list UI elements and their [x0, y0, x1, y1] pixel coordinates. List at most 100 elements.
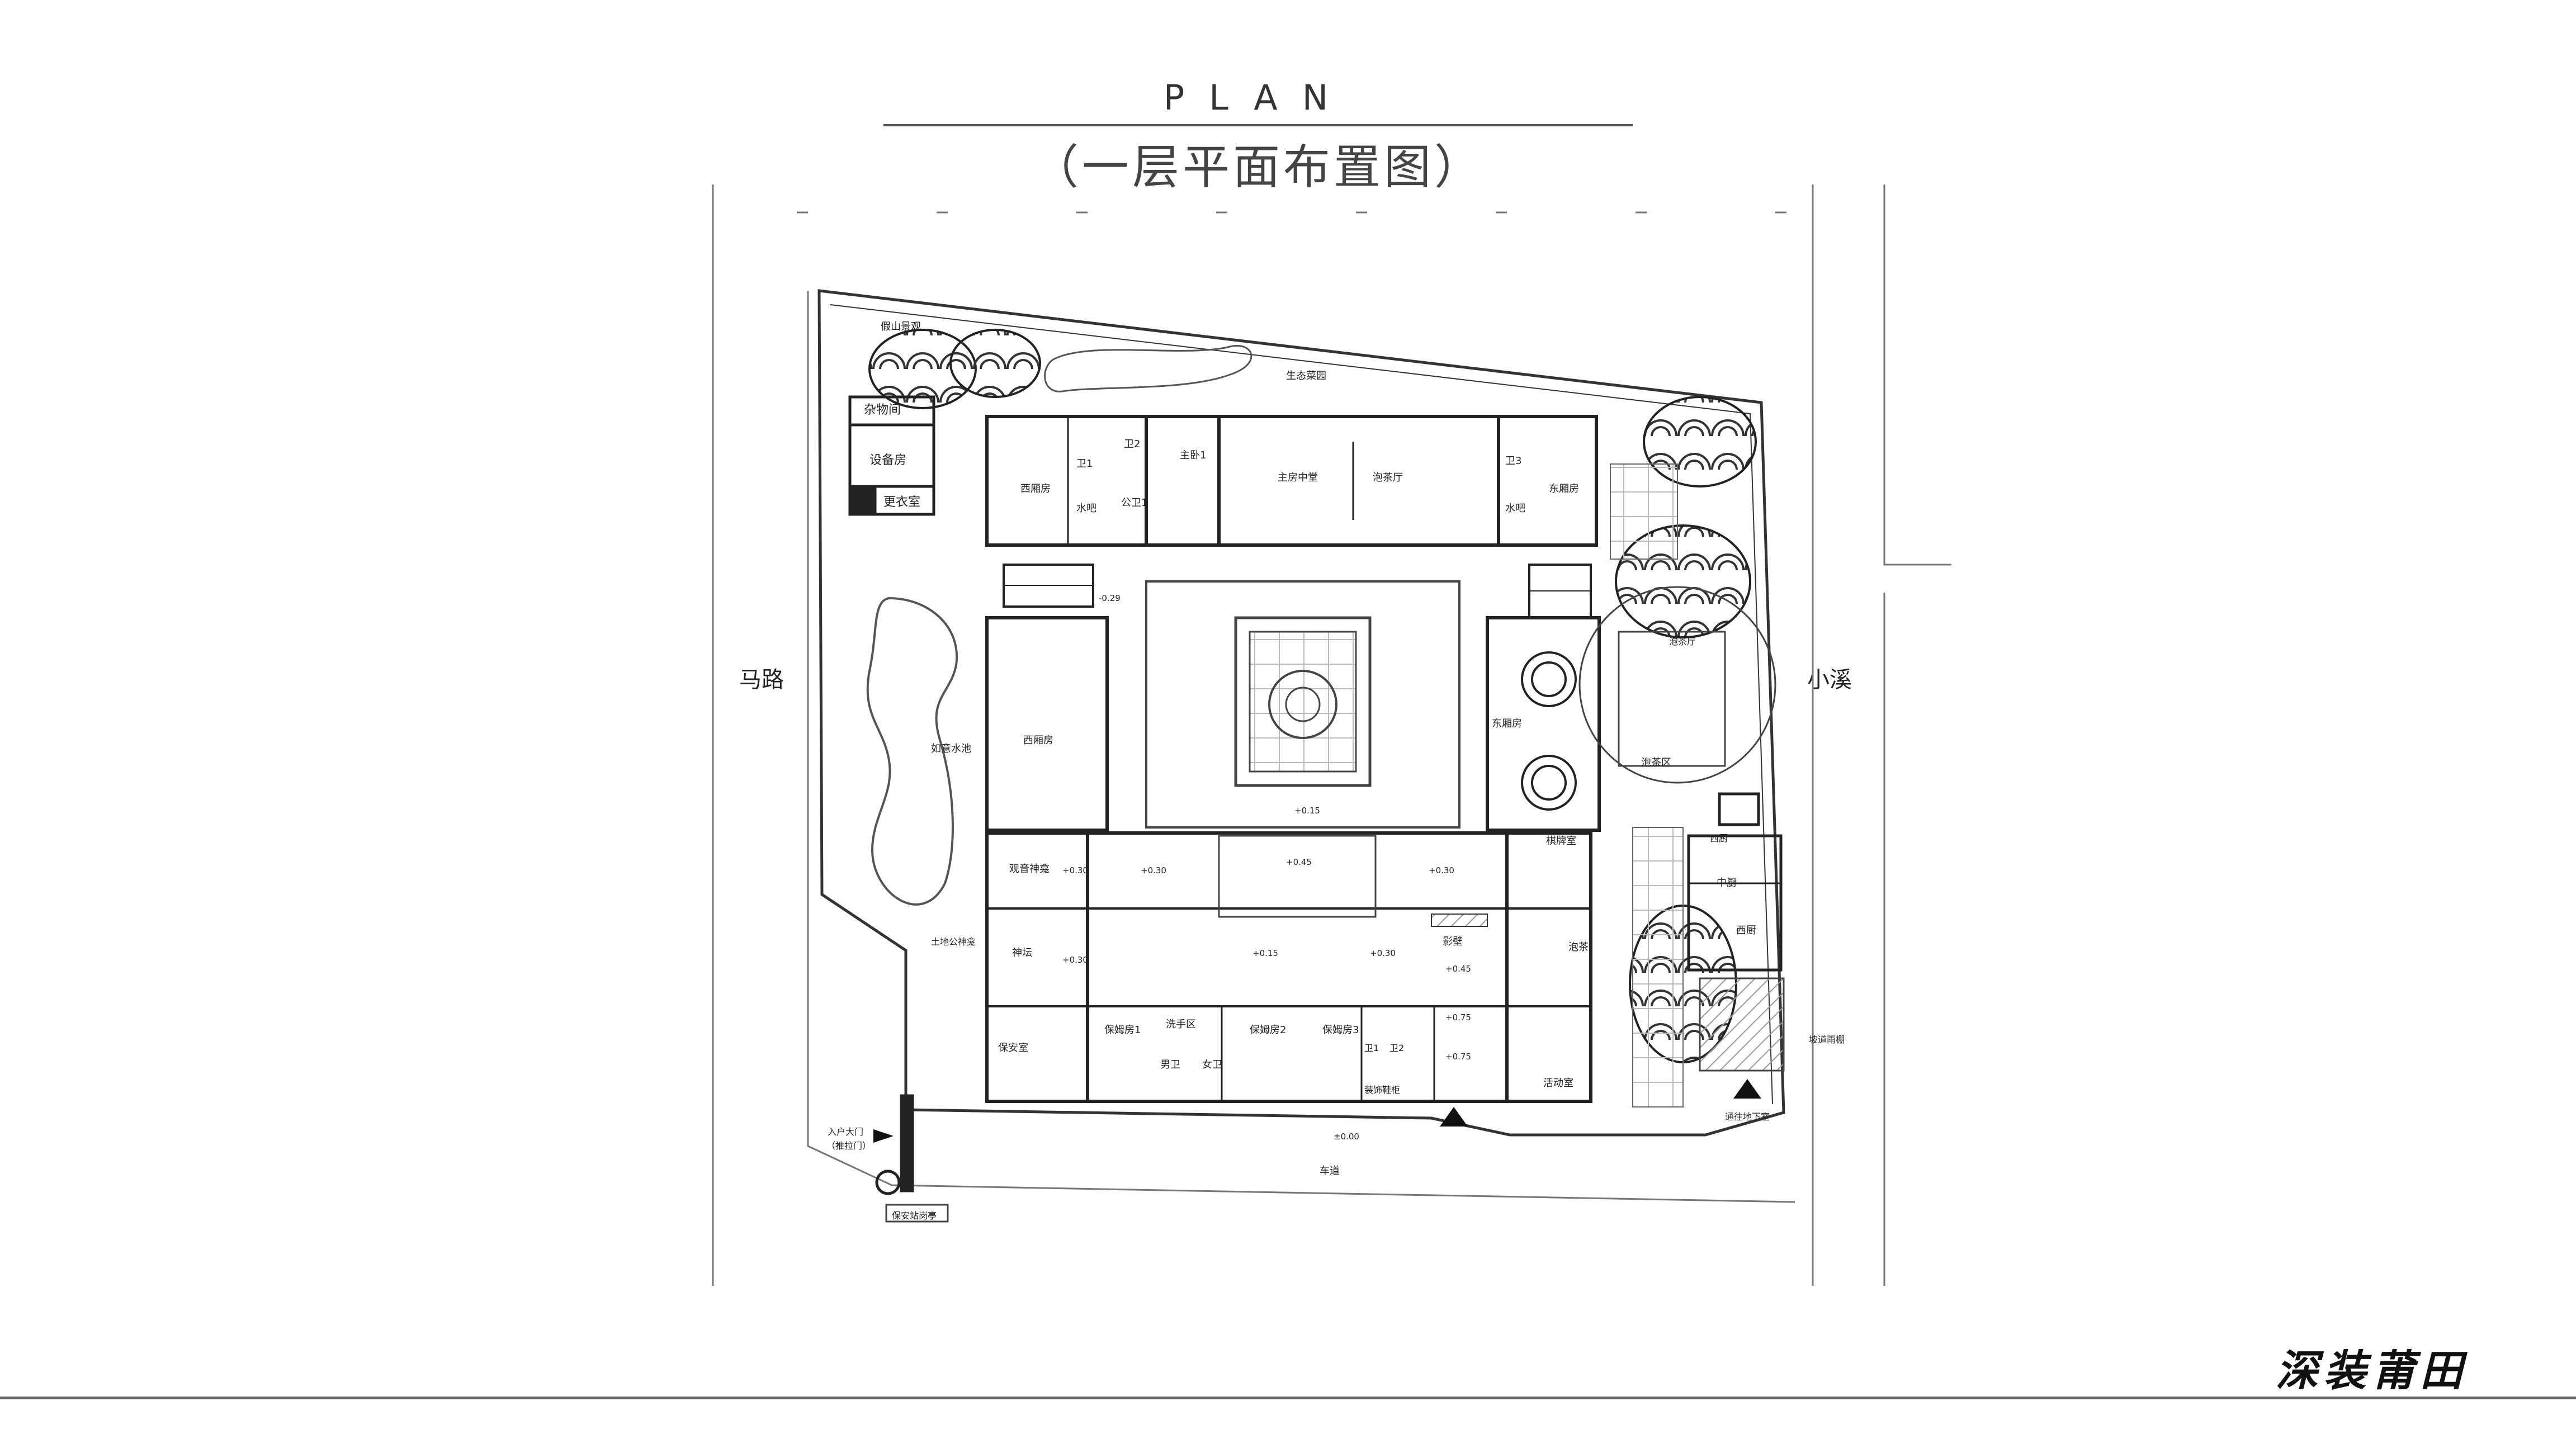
site-boundaries — [712, 184, 1951, 1286]
label-xi-chu-top: 西厨 — [1710, 833, 1728, 844]
label-jia-shan: 假山景观 — [881, 321, 921, 333]
entry-hall-frame — [1218, 835, 1377, 918]
label-zhu-fang-zhong-tang: 主房中堂 — [1278, 472, 1318, 484]
footer-rule — [0, 1397, 2576, 1399]
label-nan-wei: 男卫 — [1160, 1059, 1180, 1071]
label-guan-yin-shen-kan: 观音神龛 — [1009, 863, 1050, 875]
label-xi-zhai-fang: 西厢房 — [1020, 483, 1051, 495]
level-0-15-hall: +0.15 — [1252, 948, 1278, 958]
title-underline — [883, 124, 1633, 126]
label-shou-shi-xie-gui: 装饰鞋柜 — [1364, 1085, 1400, 1095]
label-pao-cha-ting-2: 泡茶厅 — [1669, 636, 1696, 647]
label-sheng-tai-cai-yuan: 生态菜园 — [1286, 370, 1326, 382]
label-bao-mu-fang2: 保姆房2 — [1250, 1024, 1286, 1036]
label-ru-yi-shui-chi: 如意水池 — [931, 743, 971, 755]
label-xi-xiang-fang: 西厢房 — [1023, 735, 1053, 746]
level-0-75-b: +0.75 — [1445, 1052, 1471, 1062]
label-zhong-chu: 中厨 — [1717, 877, 1737, 889]
level-0-45-b: +0.45 — [1445, 964, 1471, 974]
ruyi-water-pool — [866, 597, 958, 906]
label-zhu-wo1: 主卧1 — [1180, 449, 1206, 461]
road-edge-inner — [807, 291, 1795, 1203]
ramp-canopy — [1699, 977, 1785, 1072]
label-shui-ba-w: 水吧 — [1076, 503, 1096, 514]
label-ying-bi: 影壁 — [1443, 936, 1463, 948]
label-dong-zhai-fang: 东厢房 — [1549, 483, 1579, 495]
stream-label: 小溪 — [1807, 667, 1852, 693]
central-courtyard — [1145, 580, 1460, 829]
level-0-29: -0.29 — [1099, 593, 1121, 603]
stream-edge-upper — [1883, 184, 1951, 566]
west-stair — [1003, 564, 1094, 608]
road-label: 马路 — [739, 667, 784, 693]
front-gate — [875, 1094, 914, 1195]
level-0-30-d: +0.30 — [1062, 955, 1088, 965]
label-pao-cha-room: 泡茶 — [1568, 941, 1589, 953]
level-0-45-a: +0.45 — [1286, 857, 1312, 867]
label-shen-tan: 神坛 — [1012, 947, 1032, 959]
label-ru-hu-da-men-sub: （推拉门） — [826, 1140, 871, 1151]
basement-arrow-icon — [1733, 1079, 1761, 1099]
main-entry-arrow-icon — [1440, 1107, 1468, 1127]
south-wing — [985, 831, 1592, 1103]
label-wei2: 卫2 — [1124, 438, 1140, 450]
level-0-30-a: +0.30 — [1062, 865, 1088, 875]
label-bao-an-shi: 保安室 — [998, 1042, 1028, 1054]
label-qi-pai-shi: 棋牌室 — [1546, 835, 1576, 847]
level-0-30-e: +0.30 — [1370, 948, 1396, 958]
elevation-labels: -0.29 +0.15 +0.30 +0.30 +0.45 +0.30 +0.3… — [1062, 593, 1471, 1142]
tea-area-tiles — [1610, 463, 1678, 560]
label-wei1: 卫1 — [1076, 458, 1093, 470]
north-wing — [985, 415, 1598, 547]
level-0-30-c: +0.30 — [1429, 865, 1454, 875]
kitchen-block — [1687, 792, 1783, 972]
label-xi-shou-qu: 洗手区 — [1166, 1019, 1196, 1030]
vegetable-garden-bed — [1044, 345, 1252, 392]
label-tu-di-gong: 土地公神龛 — [931, 936, 976, 947]
label-ru-hu-da-men: 入户大门 — [828, 1127, 863, 1137]
label-bao-an-ting: 保安站岗亭 — [892, 1210, 937, 1221]
tea-area-ring — [1578, 586, 1776, 784]
east-paving — [1632, 827, 1684, 1108]
screen-wall — [1431, 914, 1488, 927]
label-bao-mu-fang3: 保姆房3 — [1322, 1024, 1359, 1036]
label-bao-mu-fang1: 保姆房1 — [1104, 1024, 1141, 1036]
level-0-30-b: +0.30 — [1141, 865, 1166, 875]
rock-garden-nw — [868, 329, 1041, 409]
label-geng-yi-shi: 更衣室 — [883, 495, 920, 509]
label-pao-cha-qu: 泡茶区 — [1641, 757, 1671, 769]
entry-arrows — [873, 1079, 1761, 1143]
room-labels: 杂物间 设备房 更衣室 假山景观 生态菜园 西厢房 卫1 水吧 卫2 公卫1 主… — [826, 321, 1845, 1221]
label-she-bei-fang: 设备房 — [869, 453, 906, 467]
label-dong-xiang-fang: 东厢房 — [1492, 718, 1522, 730]
site-perimeter — [817, 289, 1785, 1137]
east-stair — [1528, 564, 1592, 619]
label-xi-chu: 西厨 — [1736, 925, 1756, 936]
label-di-xia-shi: 通往地下室 — [1725, 1111, 1770, 1122]
label-nv-wei: 女卫 — [1202, 1059, 1222, 1071]
label-che-dao: 车道 — [1320, 1165, 1340, 1177]
guard-post — [885, 1204, 949, 1223]
label-za-wu-jian: 杂物间 — [864, 403, 901, 417]
gate-entry-arrow-icon — [873, 1129, 894, 1143]
label-gong-wei1: 公卫1 — [1121, 497, 1147, 509]
label-wei-2: 卫2 — [1389, 1043, 1404, 1053]
utility-block-nw — [848, 395, 935, 516]
label-po-dao-yu-peng: 坡道雨棚 — [1809, 1034, 1845, 1045]
plan-subtitle: （一层平面布置图） — [1031, 140, 1485, 195]
round-tables — [1521, 651, 1577, 811]
east-hall — [1486, 616, 1601, 832]
label-pao-cha-ting: 泡茶厅 — [1373, 472, 1403, 484]
tea-area-deck — [1618, 631, 1726, 767]
level-0-00: ±0.00 — [1334, 1132, 1359, 1142]
plan-title: PLAN — [1163, 77, 1353, 118]
footer-signature: 深装莆田 — [2276, 1346, 2468, 1395]
level-0-75-a: +0.75 — [1445, 1012, 1471, 1023]
level-0-15-court: +0.15 — [1294, 806, 1320, 816]
label-wei3: 卫3 — [1505, 455, 1521, 467]
label-wei-1: 卫1 — [1364, 1043, 1379, 1053]
label-shui-ba-e: 水吧 — [1505, 503, 1525, 514]
label-huo-dong-shi: 活动室 — [1543, 1077, 1573, 1089]
